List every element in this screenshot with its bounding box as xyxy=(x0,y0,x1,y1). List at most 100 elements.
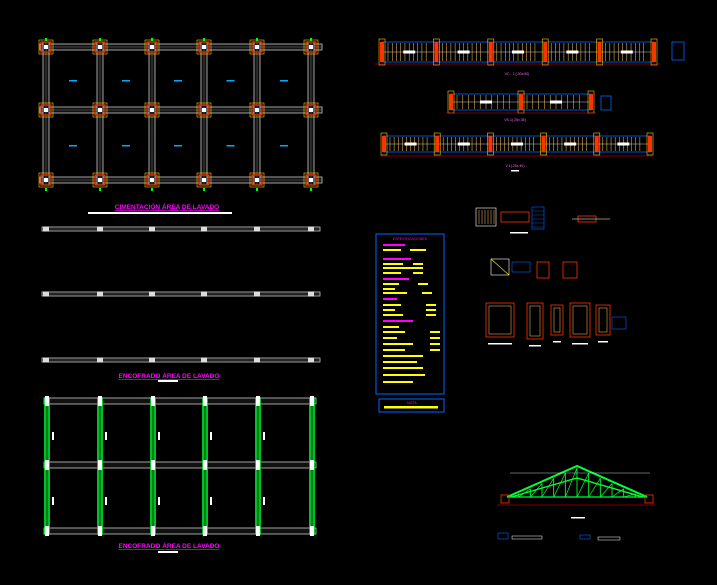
beam-vc1-support xyxy=(433,38,440,66)
detail-section-label-3 xyxy=(572,343,588,345)
beam-v1-support-fill xyxy=(488,136,493,152)
bay-label-mark xyxy=(174,145,182,147)
truss-detail-a xyxy=(497,532,509,540)
title-underline-encofrado-2 xyxy=(158,551,178,553)
detail-section-inner-1 xyxy=(529,305,541,337)
notes-text-line xyxy=(383,337,397,339)
formwork-beam-h xyxy=(43,397,317,405)
notes-value-line xyxy=(413,272,423,274)
formwork-node xyxy=(256,460,260,470)
beam-vs1-section xyxy=(600,95,612,111)
strip-support xyxy=(43,226,49,232)
beam-vc1-support-fill xyxy=(597,42,602,62)
beam-vc1-support-fill xyxy=(488,42,493,62)
dim-tick-bottom xyxy=(99,188,101,191)
strip-support xyxy=(149,291,155,297)
strip-support xyxy=(254,226,260,232)
footing xyxy=(251,104,263,116)
notes-value-line xyxy=(430,343,440,345)
beam-v1-support xyxy=(540,132,547,156)
notes-value-line xyxy=(422,292,432,294)
bay-label-mark xyxy=(69,80,77,82)
detail-box-3 xyxy=(490,258,510,276)
dim-tick-bottom xyxy=(151,188,153,191)
notes-text-line xyxy=(383,314,403,316)
beam-v1-support xyxy=(380,132,388,156)
dim-tick-top xyxy=(256,38,258,41)
title-underline-cimentacion xyxy=(88,212,232,214)
column-core xyxy=(202,45,206,49)
bay-label-mark xyxy=(122,145,130,147)
notes-text-line xyxy=(383,288,395,290)
strip-support xyxy=(201,357,207,363)
beam-vs1-support-fill xyxy=(449,94,453,110)
beam-vc1-support xyxy=(378,38,386,66)
detail-section-inner-3 xyxy=(572,305,588,335)
footing xyxy=(305,104,317,116)
beam-v1-support xyxy=(593,132,601,156)
notes-value-line xyxy=(426,304,436,306)
bay-label-mark xyxy=(226,80,235,82)
formwork-node xyxy=(203,396,207,406)
notes-border xyxy=(375,233,445,395)
column-core xyxy=(309,178,313,182)
column-core xyxy=(98,178,102,182)
beam-vc1-section xyxy=(671,41,685,61)
footing xyxy=(94,41,106,53)
detail-section-3 xyxy=(569,302,591,338)
beam-vs1-label-bar xyxy=(480,100,492,104)
foundation-plan xyxy=(38,38,323,191)
notes-value-line xyxy=(413,267,423,269)
formwork-node xyxy=(98,396,102,406)
formwork-bay-mark xyxy=(52,497,54,505)
truss-web-diagonal xyxy=(518,488,531,498)
legend-box xyxy=(378,398,445,413)
beam-v1-support-fill xyxy=(594,136,599,152)
column-core xyxy=(150,178,154,182)
column-core xyxy=(255,178,259,182)
title-cimentacion: CIMENTACIÓN ÁREA DE LAVADO xyxy=(115,202,219,211)
strip-support xyxy=(43,357,49,363)
footing xyxy=(146,104,158,116)
formwork-beam-h xyxy=(43,461,317,469)
beam-v1-label-bar xyxy=(404,142,417,146)
footing-outline xyxy=(249,172,265,188)
beam-vc1-label-bar xyxy=(512,50,524,54)
footing-outline xyxy=(196,102,212,118)
label-beam-1: VC - 1 (.30x.60) xyxy=(505,72,530,76)
beam-vc1-support xyxy=(541,38,549,66)
truss-web-diagonal xyxy=(541,478,554,498)
dim-tick-bottom xyxy=(45,188,47,191)
footing-outline xyxy=(92,172,108,188)
truss-top-chord xyxy=(506,464,648,498)
detail-section-inner-4 xyxy=(598,307,608,333)
column-core xyxy=(150,108,154,112)
detail-section-inner-0 xyxy=(488,305,512,335)
notes-panel xyxy=(375,233,445,395)
dim-tick-top xyxy=(310,38,312,41)
footing xyxy=(251,41,263,53)
notes-text-line xyxy=(383,244,405,246)
notes-text-line xyxy=(383,272,401,274)
strip-support xyxy=(201,226,207,232)
notes-text-line xyxy=(383,309,395,311)
title-encofrado-1: ENCOFRADO ÁREA DE LAVADO xyxy=(119,371,220,380)
notes-text-line xyxy=(383,267,413,269)
formwork-node xyxy=(151,460,155,470)
notes-text-line xyxy=(383,343,413,345)
notes-text-line xyxy=(383,331,405,333)
beam-vc1-support-fill xyxy=(380,42,384,62)
notes-value-line xyxy=(413,263,423,265)
column-core xyxy=(98,108,102,112)
notes-text-line xyxy=(383,320,413,322)
column-core xyxy=(150,45,154,49)
bay-label-mark xyxy=(280,145,288,147)
strip-support xyxy=(97,291,103,297)
bay-label-mark xyxy=(226,145,235,147)
detail-section-label-1 xyxy=(529,345,541,347)
formwork-node xyxy=(310,460,314,470)
beam-vc1-label-bar xyxy=(403,50,416,54)
notes-text-line xyxy=(383,381,413,383)
footing xyxy=(146,174,158,186)
detail-table xyxy=(531,206,545,230)
